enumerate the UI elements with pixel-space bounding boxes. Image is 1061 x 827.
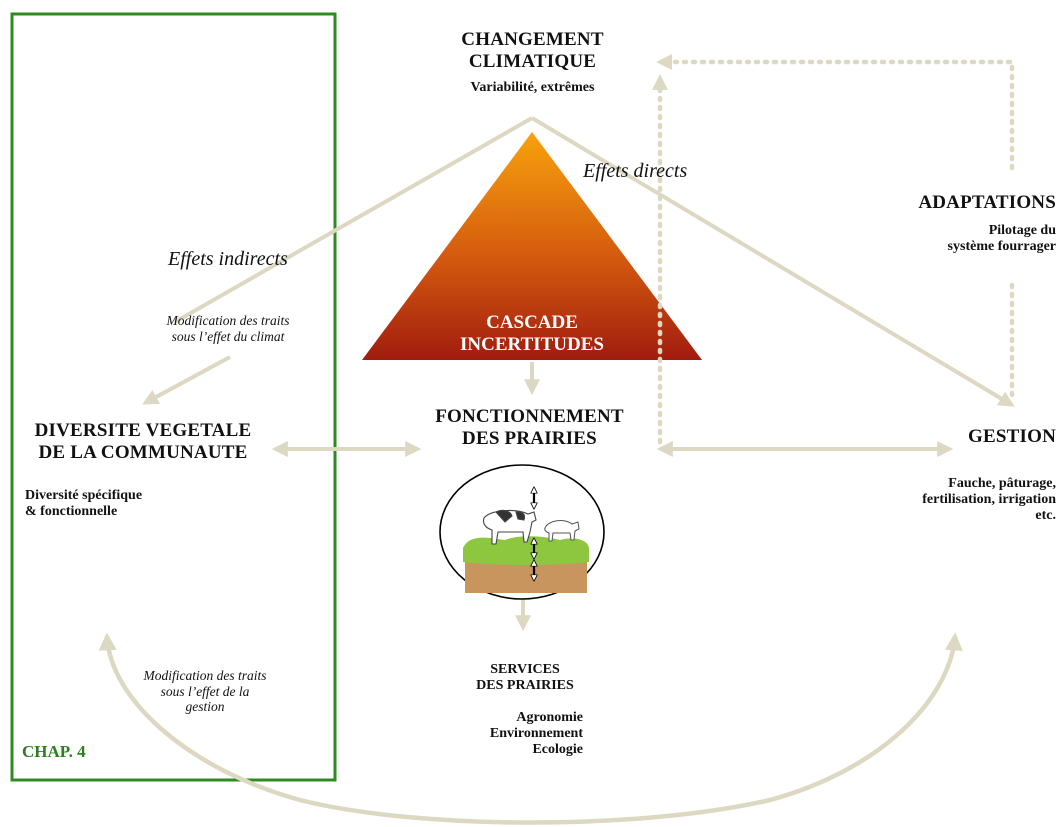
functioning-title: FONCTIONNEMENT DES PRAIRIES [412,406,647,450]
traits-climate-arrow [142,355,231,405]
services-line2: Environnement [489,726,583,742]
traits-climate-line2: sous l’effet du climat [171,328,285,344]
diversity-sub-line1: Diversité spécifique [25,488,143,503]
functioning-title-line1: FONCTIONNEMENT [435,406,624,427]
traits-management-label: Modification des traits sous l’effet de … [100,668,310,715]
climate-change-title: CHANGEMENT CLIMATIQUE [430,29,635,73]
services-title-line1: SERVICES [490,662,560,677]
direct-effects-label: Effets directs [583,160,688,182]
services-title-line2: DES PRAIRIES [476,678,574,694]
chapter-label: CHAP. 4 [22,742,86,761]
diversity-subtitle: Diversité spécifique & fonctionnelle [25,488,265,520]
management-traits-curve [98,632,963,825]
gestion-line3: etc. [1035,508,1056,524]
climate-title-line2: CLIMATIQUE [468,50,597,72]
uncertainty-cascade-label: CASCADE INCERTITUDES [432,312,632,356]
services-line3: Ecologie [532,742,583,758]
gestion-details: Fauche, pâturage, fertilisation, irrigat… [846,476,1056,524]
climate-subtitle: Variabilité, extrêmes [470,80,595,95]
traits-climate-line1: Modification des traits [166,313,290,328]
uncertainty-triangle [362,132,702,360]
diversity-title-line1: DIVERSITE VEGETALE [34,420,252,441]
adaptations-title: ADAPTATIONS [918,192,1056,213]
cow-icon [482,509,537,545]
services-line1: Agronomie [516,710,583,725]
diversity-title: DIVERSITE VEGETALE DE LA COMMUNAUTE [18,420,268,464]
traits-management-line1: Modification des traits [143,668,267,683]
triangle-line2: INCERTITUDES [460,333,604,355]
diversity-sub-line2: & fonctionnelle [25,504,118,520]
traits-management-line3: gestion [185,699,225,715]
loop-arrowhead-top [656,54,672,70]
adaptations-sub-line2: système fourrager [947,239,1056,255]
indirect-effects-line [174,116,533,324]
adaptations-subtitle: Pilotage du système fourrager [866,223,1056,255]
direct-effects-line [530,116,1015,407]
chapter-box [10,12,337,782]
prairie-illustration [439,464,605,600]
adaptations-sub-line1: Pilotage du [988,223,1056,238]
climate-title-line1: CHANGEMENT [461,29,604,50]
traits-climate-label: Modification des traits sous l’effet du … [118,313,338,344]
triangle-line1: CASCADE [486,312,578,333]
sheep-icon [544,520,580,542]
services-list: Agronomie Environnement Ecologie [440,710,583,758]
adaptation-feedback-loop [657,59,1015,445]
traits-management-line2: sous l’effet de la [160,683,250,699]
loop-arrowhead-left [652,74,668,90]
gestion-line2: fertilisation, irrigation [922,492,1056,508]
services-title: SERVICES DES PRAIRIES [440,662,610,694]
gestion-line1: Fauche, pâturage, [948,476,1056,491]
functioning-title-line2: DES PRAIRIES [462,427,597,449]
indirect-effects-label: Effets indirects [168,248,288,270]
diversity-title-line2: DE LA COMMUNAUTE [38,441,248,463]
gestion-title: GESTION [968,426,1056,447]
